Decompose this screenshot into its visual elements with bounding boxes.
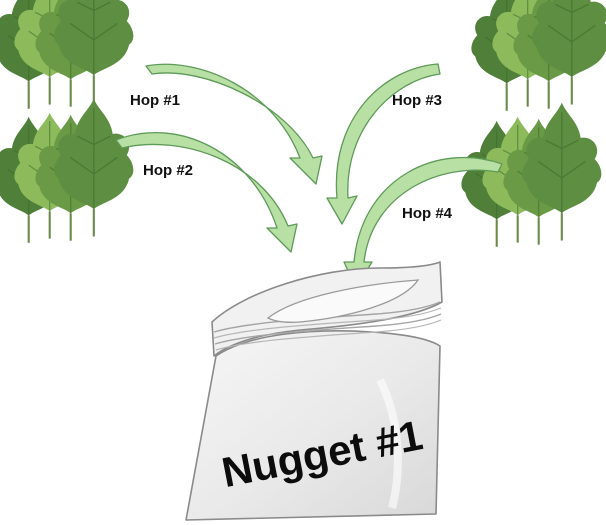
- hop-1-leaf-cluster-icon: [0, 0, 133, 109]
- hop-3-label: Hop #3: [392, 92, 442, 109]
- hop-3-leaf-cluster-icon: [471, 0, 606, 111]
- hop-2-leaf-cluster-icon: [0, 99, 133, 243]
- hop-2-label: Hop #2: [143, 162, 193, 179]
- hop-4-label: Hop #4: [402, 205, 452, 222]
- hop-1-label: Hop #1: [130, 92, 180, 109]
- hop-4-leaf-cluster-icon: [461, 103, 601, 247]
- hop-2-arrow-icon: [116, 133, 297, 252]
